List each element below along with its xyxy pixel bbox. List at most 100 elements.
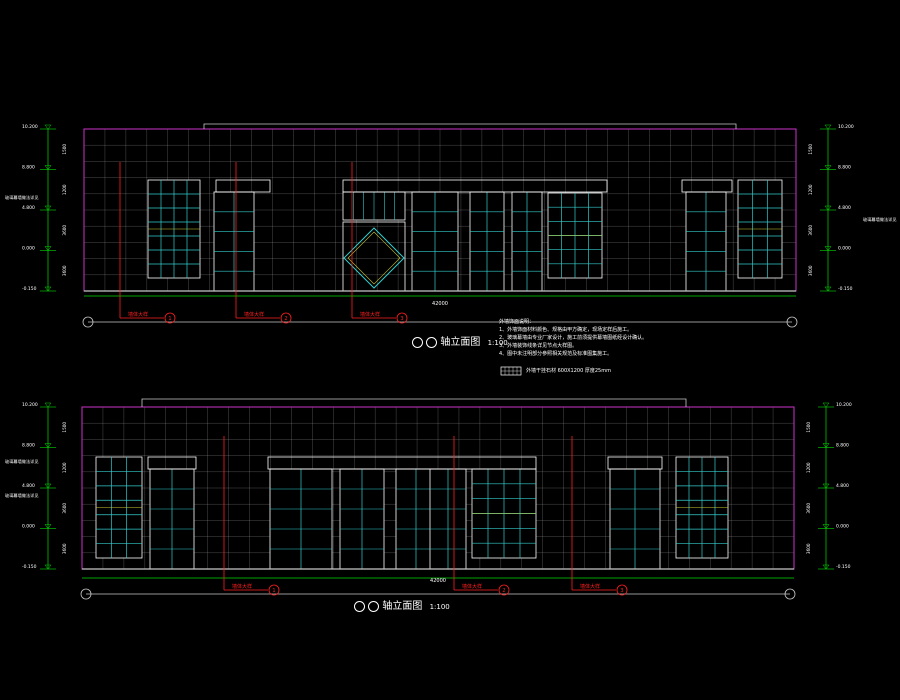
axis-bubble-right <box>784 588 796 600</box>
dimension-text: 3600 <box>808 265 813 276</box>
level-triangle <box>44 483 52 489</box>
level-label: 8.800 <box>22 165 35 171</box>
level-triangle <box>44 402 52 408</box>
callout-number: 3 <box>620 588 623 594</box>
dimension-text: 3600 <box>62 503 67 514</box>
level-triangle <box>44 564 52 570</box>
level-triangle <box>44 443 52 448</box>
annotation-left-2: 玻璃幕墙做法详见 <box>5 492 39 499</box>
elevation-top-title: 轴立面图 1:100 <box>412 333 508 348</box>
note-item: 1、外墙饰面材料颜色、规格由甲方确定，现场定样后施工。 <box>499 327 633 333</box>
level-label: 8.800 <box>836 443 849 449</box>
level-markers-left: 10.2008.8004.8000.000-0.1501500120036003… <box>22 402 67 570</box>
callout-text: 墙体大样 <box>360 311 380 318</box>
level-triangle <box>824 205 832 211</box>
dimension-text: 1200 <box>62 184 67 195</box>
legend-text: 外墙干挂石材 600X1200 厚度25mm <box>526 368 611 374</box>
level-label: 0.000 <box>838 246 851 252</box>
axis-symbol-icon <box>354 600 365 612</box>
level-markers-right: 10.200 8.800 4.800 0.000 -0.150 1500 1200 3600 3… <box>806 402 852 570</box>
callout-text: 墙体大样 <box>580 583 600 590</box>
dimension-text: 3600 <box>806 503 811 514</box>
window-group <box>147 179 783 292</box>
level-label: 4.800 <box>838 205 851 211</box>
level-triangle <box>822 483 830 489</box>
level-triangle <box>822 443 830 448</box>
elevation-top: 42000 10.200 8.800 4.800 0.000 -0.150 1500 120… <box>5 123 897 328</box>
level-triangle <box>44 246 52 251</box>
callout-text: 墙体大样 <box>462 583 482 590</box>
dimension-text: 3600 <box>62 265 67 276</box>
dimension-text: 1200 <box>808 184 813 195</box>
level-label: 0.000 <box>22 246 35 252</box>
level-label: 4.800 <box>836 483 849 489</box>
axis-symbol-icon <box>368 600 380 612</box>
level-markers-left: 10.2008.8004.8000.000-0.1501500120036003… <box>22 124 67 292</box>
side-canopy-right <box>607 456 663 470</box>
axis-symbol-icon <box>412 336 423 348</box>
level-label: -0.150 <box>22 564 37 570</box>
dimension-text: 1200 <box>806 462 811 473</box>
dimension-text: 3600 <box>808 225 813 236</box>
title-text: 轴立面图 <box>382 601 423 612</box>
callout-bubble <box>616 584 628 596</box>
level-label: 4.800 <box>22 483 35 489</box>
dimension-text: 1500 <box>808 144 813 155</box>
note-item: 3、外墙装饰线条详见节点大样图。 <box>499 343 578 349</box>
diamond-ornament <box>343 227 405 289</box>
level-label: 0.000 <box>836 524 849 530</box>
level-label: 8.800 <box>838 165 851 171</box>
level-triangle <box>824 246 832 251</box>
level-label: -0.150 <box>838 286 853 292</box>
callout-text: 墙体大样 <box>232 583 252 590</box>
level-label: 10.200 <box>838 124 854 130</box>
level-label: -0.150 <box>22 286 37 292</box>
dimension-text: 1500 <box>62 144 67 155</box>
callout-number: 2 <box>502 588 505 594</box>
entrance-canopy <box>342 179 608 193</box>
roof-parapet <box>203 123 737 129</box>
side-canopy-right <box>681 179 733 193</box>
level-label: 10.200 <box>836 402 852 408</box>
level-triangle <box>822 524 830 529</box>
callout-number: 1 <box>272 588 275 594</box>
scale-text: 1:100 <box>487 339 508 347</box>
window-group <box>95 456 729 570</box>
dimension-text: 1500 <box>806 422 811 433</box>
callout-text: 墙体大样 <box>244 311 264 318</box>
scale-text: 1:100 <box>429 603 450 611</box>
level-triangle <box>44 124 52 130</box>
callout-number: 3 <box>400 316 403 322</box>
level-triangle <box>44 524 52 529</box>
axis-symbol-icon <box>426 336 438 348</box>
annotation-left: 玻璃幕墙做法详见 <box>5 194 39 201</box>
note-item: 4、图中未注明部分参照相关规范及标准图集施工。 <box>499 351 613 357</box>
level-triangle <box>824 286 832 292</box>
axis-bubble-left <box>80 588 92 600</box>
dimension-text: 1500 <box>62 422 67 433</box>
overall-width-dim: 42000 <box>432 301 448 307</box>
level-triangle <box>44 165 52 170</box>
dimension-text: 3600 <box>62 225 67 236</box>
level-label: -0.150 <box>836 564 851 570</box>
level-triangle <box>44 286 52 292</box>
level-triangle <box>822 402 830 408</box>
note-item: 2、玻璃幕墙由专业厂家设计，施工前须提供幕墙图纸经设计确认。 <box>499 335 648 341</box>
level-label: 10.200 <box>22 124 38 130</box>
notes-heading: 外墙饰面说明： <box>499 319 535 325</box>
facade-notes: 外墙饰面说明： 1、外墙饰面材料颜色、规格由甲方确定，现场定样后施工。 2、玻璃… <box>499 318 647 358</box>
annotation-left-1: 玻璃幕墙做法详见 <box>5 458 39 465</box>
level-triangle <box>824 124 832 130</box>
level-triangle <box>44 205 52 211</box>
level-label: 10.200 <box>22 402 38 408</box>
callout-number: 1 <box>168 316 171 322</box>
dimension-text: 3600 <box>62 543 67 554</box>
dimension-text: 3600 <box>806 543 811 554</box>
detail-callouts: 墙体大样 1 墙体大样 2 墙体大样 3 <box>223 436 628 596</box>
elevation-bottom: 42000 10.2008.8004.8000.000-0.1501500120… <box>5 398 852 600</box>
axis-bubble-right <box>786 316 798 328</box>
level-markers-right: 10.200 8.800 4.800 0.000 -0.150 1500 1200 3600 3… <box>808 124 854 292</box>
callout-bubble <box>396 312 408 324</box>
